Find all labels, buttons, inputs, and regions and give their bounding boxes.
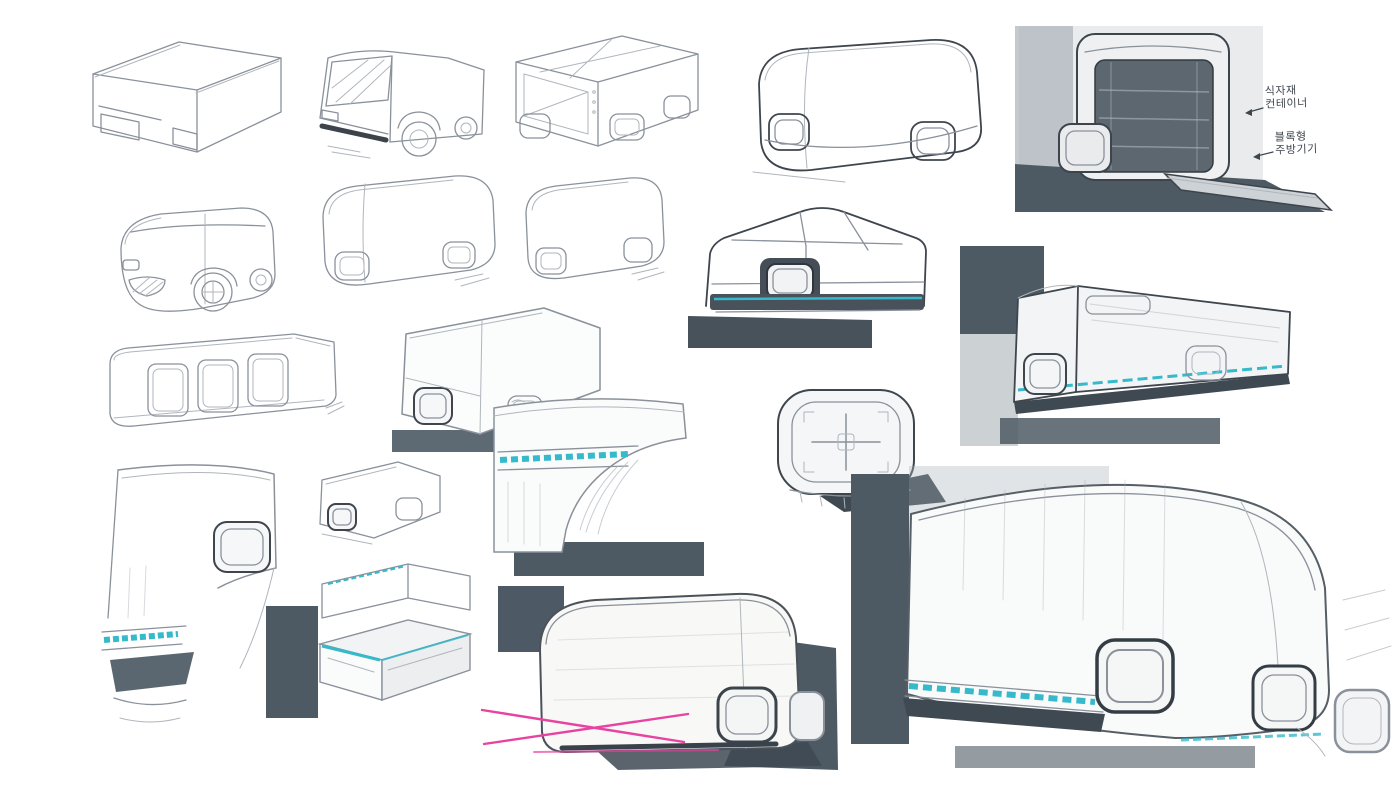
bumper-band (559, 741, 779, 751)
box-truck-sketch-icon (92, 41, 282, 153)
sketch-small-box-van (292, 442, 462, 552)
rounded-box-van-sketch-icon (322, 175, 496, 287)
angular-front-sketch-icon (688, 207, 927, 348)
shadow-slab (851, 474, 909, 744)
annotation-block-kitchen-unit: 블록형 주방기기 (1274, 129, 1318, 157)
container-ramp-sketch-icon (1015, 26, 1334, 212)
sketch-container-ramp: 식자재 컨테이너 블록형 주방기기 (1015, 12, 1365, 227)
headlight-pod (413, 387, 453, 425)
sketch-rounded-box-van (305, 162, 510, 297)
sketch-large-box-truck (845, 440, 1400, 775)
annotation-ingredient-container: 식자재 컨테이너 (1264, 83, 1308, 111)
ground-shadow (955, 746, 1255, 768)
corner-closeup-sketch-icon (493, 398, 704, 576)
headlight-pod (1251, 664, 1317, 732)
arrow-left-icon (1245, 109, 1252, 116)
headlight-pod (1095, 638, 1175, 714)
shadow-slab (688, 316, 872, 348)
bumper-band (903, 698, 1105, 732)
teal-accent-strip (327, 565, 407, 585)
marker-box-truck-sketch-icon (960, 246, 1291, 446)
ground-shadow (392, 430, 512, 452)
sketch-box-truck-rear (500, 22, 705, 167)
sketch-corner-tall-closeup (90, 448, 290, 743)
headlight-pod (327, 503, 357, 531)
shadow-slab (266, 606, 318, 718)
box-van-pod-sketch-icon (392, 307, 601, 452)
teal-accent-strip (908, 683, 1096, 705)
rounded-van-sketch-icon (752, 39, 982, 183)
sketch-marker-box-truck (960, 242, 1310, 462)
large-box-truck-sketch-icon (851, 466, 1392, 768)
bumper-band (710, 294, 924, 310)
corner-tall-closeup-sketch-icon (101, 464, 277, 723)
small-bus-sketch-icon (120, 207, 276, 312)
window-pod (213, 521, 271, 573)
small-box-van-sketch-icon (319, 461, 441, 545)
sketch-rounded-box-van-small (512, 162, 677, 292)
box-truck-rear-sketch-icon (515, 35, 699, 147)
sketch-bus-side (90, 322, 350, 447)
bumper-band (1014, 374, 1290, 414)
sketch-box-van-pod (362, 282, 622, 457)
bus-side-sketch-icon (109, 333, 345, 427)
arrow-left-icon (1253, 153, 1260, 160)
sketch-oval-roof-van (478, 570, 843, 775)
interior-counter-sketch-icon (266, 563, 473, 718)
sketch-small-bus (95, 188, 295, 323)
sketch-corner-closeup (478, 382, 708, 577)
rounded-box-van-small-sketch-icon (525, 177, 665, 281)
sketch-interior-counter (258, 548, 483, 728)
sketch-angular-front (672, 188, 962, 353)
headlight-pod (716, 686, 778, 744)
pink-accent-line (480, 708, 686, 744)
teal-accent-strip (103, 631, 179, 643)
pink-accent-line (482, 712, 690, 746)
teal-accent-strip (713, 296, 923, 301)
shadow-slab (110, 652, 194, 692)
oval-roof-van-sketch-icon (480, 586, 838, 770)
headlight-pod (1058, 123, 1112, 173)
sketch-van-windshield (298, 22, 493, 174)
headlight-pod (1023, 353, 1067, 395)
pink-accent-line (533, 749, 719, 753)
sketch-box-truck-1 (75, 30, 295, 165)
ground-shadow (1000, 418, 1220, 444)
teal-accent-strip (1180, 732, 1326, 742)
teal-accent-strip (321, 644, 381, 662)
van-windshield-sketch-icon (319, 50, 485, 159)
sketch-rounded-van (725, 22, 995, 190)
